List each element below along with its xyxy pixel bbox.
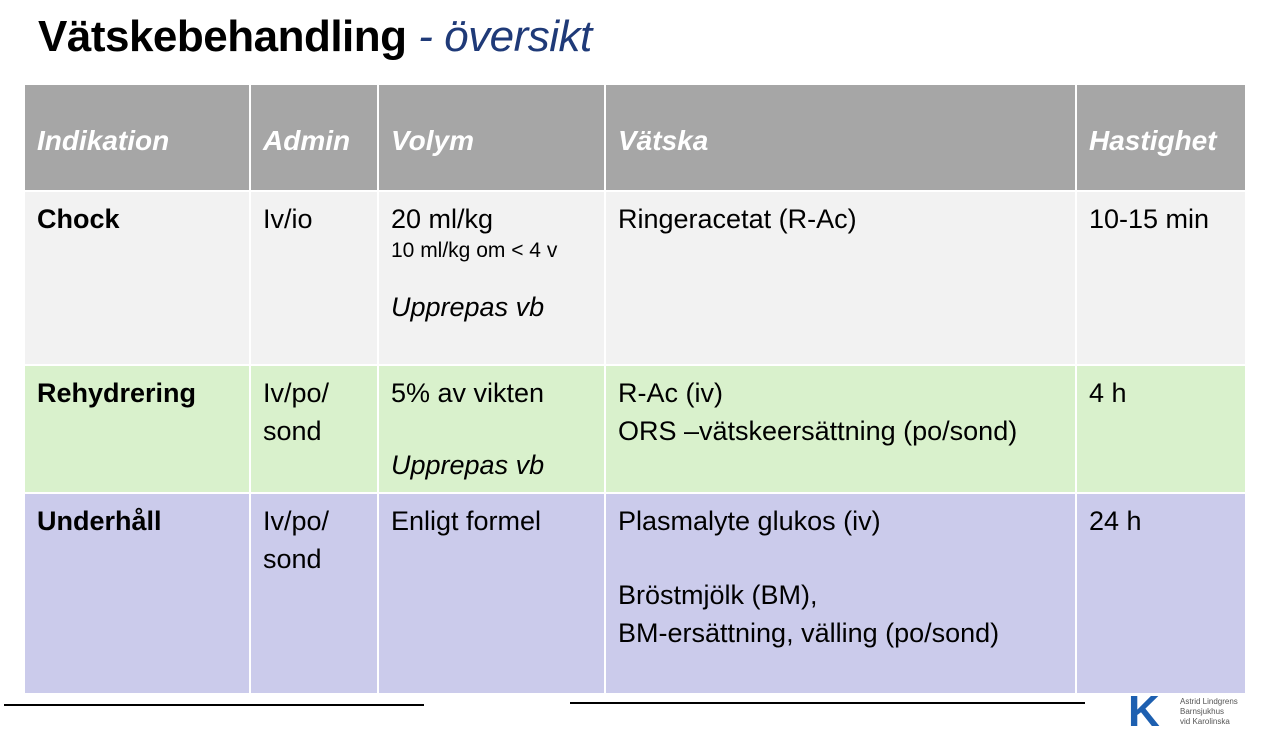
row-chock-indikation: Chock <box>25 192 249 364</box>
row-underhall-indikation: Underhåll <box>25 494 249 693</box>
logo-line: vid Karolinska <box>1180 717 1230 726</box>
row-underhall-hastighet: 24 h <box>1077 494 1245 693</box>
logo-line: Astrid Lindgrens <box>1180 697 1238 706</box>
vatska-line: ORS –vätskeersättning (po/sond) <box>618 416 1018 446</box>
row-rehydrering-indikation: Rehydrering <box>25 366 249 492</box>
row-underhall-vatska: Plasmalyte glukos (iv) Bröstmjölk (BM), … <box>606 494 1075 693</box>
vatska-line: R-Ac (iv) <box>618 378 723 408</box>
logo-line: Barnsjukhus <box>1180 707 1225 716</box>
row-chock-vatska: Ringeracetat (R-Ac) <box>606 192 1075 364</box>
volym-repeat: Upprepas vb <box>391 450 545 480</box>
row-rehydrering-volym: 5% av vikten Upprepas vb <box>379 366 604 492</box>
admin-line: sond <box>263 544 322 574</box>
volym-note: 10 ml/kg om < 4 v <box>391 239 558 262</box>
logo-text: Astrid Lindgrens Barnsjukhus vid Karolin… <box>1180 697 1238 727</box>
header-indikation: Indikation <box>25 85 249 190</box>
row-chock-hastighet: 10-15 min <box>1077 192 1245 364</box>
row-rehydrering-hastighet: 4 h <box>1077 366 1245 492</box>
row-underhall-admin: Iv/po/ sond <box>251 494 377 693</box>
vatska-line: Bröstmjölk (BM), <box>618 580 818 610</box>
row-chock-volym: 20 ml/kg 10 ml/kg om < 4 v Upprepas vb <box>379 192 604 364</box>
vatska-line: BM-ersättning, välling (po/sond) <box>618 618 1000 648</box>
row-chock-admin: Iv/io <box>251 192 377 364</box>
row-rehydrering-vatska: R-Ac (iv) ORS –vätskeersättning (po/sond… <box>606 366 1075 492</box>
volym-main: 20 ml/kg <box>391 204 494 234</box>
fluid-therapy-table: Indikation Admin Volym Vätska Hastighet … <box>25 85 1245 693</box>
row-rehydrering-admin: Iv/po/ sond <box>251 366 377 492</box>
header-hastighet: Hastighet <box>1077 85 1245 190</box>
page-title: Vätskebehandling - översikt <box>38 12 592 62</box>
vatska-line: Plasmalyte glukos (iv) <box>618 506 881 536</box>
hospital-logo: K Astrid Lindgrens Barnsjukhus vid Karol… <box>1128 687 1258 736</box>
volym-repeat: Upprepas vb <box>391 292 545 322</box>
title-subtitle: - översikt <box>418 12 592 61</box>
title-main: Vätskebehandling <box>38 12 407 61</box>
header-volym: Volym <box>379 85 604 190</box>
vatska-line: Ringeracetat (R-Ac) <box>618 204 857 234</box>
footer-rule-right <box>570 702 1085 704</box>
letter-k-logo-icon: K <box>1128 687 1160 736</box>
header-admin: Admin <box>251 85 377 190</box>
admin-line: Iv/po/ <box>263 506 330 536</box>
admin-line: Iv/po/ <box>263 378 330 408</box>
admin-line: Iv/io <box>263 204 313 234</box>
footer-rule-left <box>4 704 424 706</box>
row-underhall-volym: Enligt formel <box>379 494 604 693</box>
admin-line: sond <box>263 416 322 446</box>
volym-main: Enligt formel <box>391 506 542 536</box>
header-vatska: Vätska <box>606 85 1075 190</box>
volym-main: 5% av vikten <box>391 378 545 408</box>
